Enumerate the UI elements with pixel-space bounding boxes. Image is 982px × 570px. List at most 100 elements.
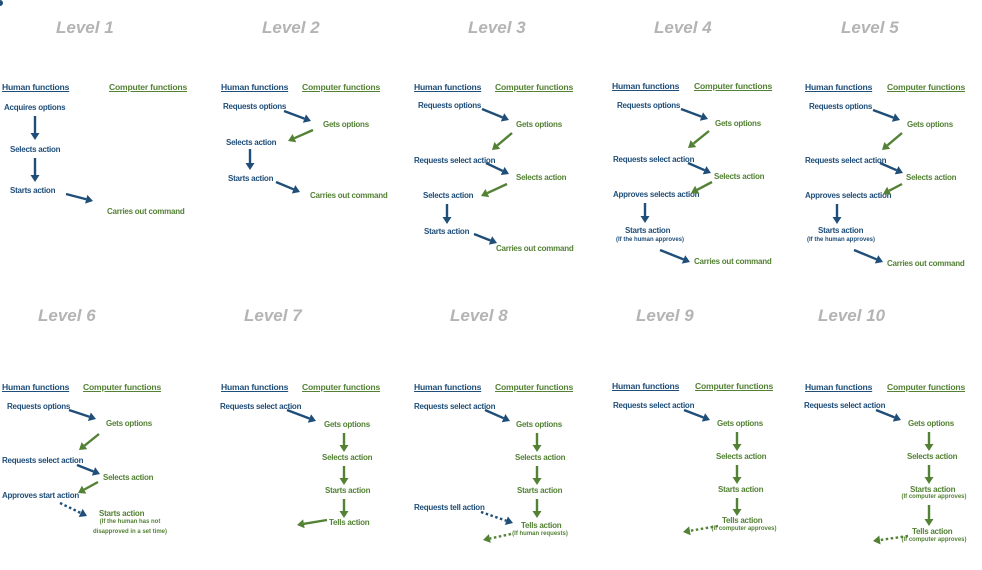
level-7-computer-functions-header: Computer functions [302,382,381,392]
level-3-arrow-5 [442,204,452,224]
level-5-step-2: Gets options [907,120,953,129]
level-7-arrow-5 [297,518,328,529]
level-3-human-functions-header: Human functions [414,82,482,92]
level-5-arrow-1 [872,108,900,122]
level-7-arrow-4 [339,499,349,518]
level-4-step-2: Gets options [715,119,761,128]
level-5-human-functions-header: Human functions [805,82,873,92]
level-10-arrow-1 [875,408,901,422]
level-4-arrow-1 [680,107,708,121]
level-6-step-6: Starts action [99,509,145,518]
level-8-arrow-5 [480,510,513,525]
level-8-arrow-3 [532,466,542,485]
level-9-step-2: Gets options [717,419,763,428]
level-2-arrow-4 [275,180,300,194]
level-6-step-5: Approves start action [2,491,79,500]
level-4-note-1: (If the human approves) [615,237,684,243]
level-8-arrow-1 [484,408,510,423]
level-10-step-5: Tells action [912,527,953,536]
level-3-step-7: Carries out command [496,244,574,253]
level-8-step-2: Gets options [516,420,562,429]
level-3-title: Level 3 [468,18,526,37]
level-5-arrow-4 [883,182,903,195]
level-6-step-1: Requests options [7,402,71,411]
level-9-arrow-5 [683,524,719,536]
level-5-arrow-2 [882,132,903,150]
level-5-step-6: Starts action [818,226,864,235]
level-6-step-2: Gets options [106,419,152,428]
level-2-step-4: Starts action [228,174,274,183]
level-9-arrow-3 [732,465,742,484]
level-7-arrow-1 [286,408,316,423]
level-7-step-3: Selects action [322,453,373,462]
level-6-human-functions-header: Human functions [2,382,70,392]
level-8-arrow-2 [532,433,542,452]
level-4-arrow-3 [687,161,711,175]
level-9-arrow-1 [683,408,710,422]
level-8-note-1: (If human requests) [512,531,568,537]
level-2-arrow-2 [288,128,314,143]
level-3-step-1: Requests options [418,101,482,110]
level-3-step-5: Selects action [423,191,474,200]
level-9-step-4: Starts action [718,485,764,494]
level-8-arrow-4 [532,499,542,518]
level-4-step-6: Starts action [625,226,671,235]
level-3-arrow-3 [485,161,509,176]
level-10-step-2: Gets options [908,419,954,428]
level-9-arrow-2 [732,432,742,451]
level-2-step-3: Selects action [226,138,277,147]
level-7-step-2: Gets options [324,420,370,429]
level-6-step-4: Selects action [103,473,154,482]
level-9-step-1: Requests select action [613,401,695,410]
level-2-arrow-3 [245,149,255,170]
level-9-step-5: Tells action [722,516,763,525]
level-6-note-2: disapproved in a set time) [92,529,168,535]
level-10-note-1: (If computer approves) [901,494,967,500]
level-7-human-functions-header: Human functions [221,382,289,392]
level-6-arrow-2 [79,433,100,450]
level-10-title: Level 10 [818,306,886,325]
level-1-arrow-2 [30,158,40,182]
level-2-step-1: Requests options [223,102,287,111]
level-7-step-5: Tells action [329,518,370,527]
level-7-title: Level 7 [244,306,302,325]
level-9-title: Level 9 [636,306,694,325]
level-3-arrow-2 [492,132,513,150]
level-9-note-1: (If computer approves) [711,526,777,532]
level-5-arrow-6 [853,248,883,264]
level-3-step-4: Selects action [516,173,567,182]
level-8-step-1: Requests select action [414,402,496,411]
level-10-arrow-5 [873,534,909,545]
level-1-title: Level 1 [56,18,114,37]
level-1-computer-functions-header: Computer functions [109,82,188,92]
level-3-step-3: Requests select action [414,156,496,165]
corner-mark [0,0,3,6]
level-3-computer-functions-header: Computer functions [495,82,574,92]
level-5-note-1: (If the human approves) [806,237,875,243]
level-4-step-4: Selects action [714,172,765,181]
level-10-note-2: (If computer approves) [901,537,967,543]
level-4-step-3: Requests select action [613,155,695,164]
level-3-arrow-6 [473,232,497,245]
level-8-step-6: Tells action [521,521,562,530]
level-4-arrow-4 [691,180,713,194]
level-4-arrow-5 [640,203,650,223]
level-9-step-3: Selects action [716,452,767,461]
level-2-arrow-1 [283,109,311,123]
level-8-step-5: Requests tell action [414,503,485,512]
level-2-step-5: Carries out command [310,191,388,200]
level-4-step-1: Requests options [617,101,681,110]
level-1-arrow-3 [65,192,93,204]
level-2-title: Level 2 [262,18,320,37]
level-5-step-5: Approves selects action [805,191,892,200]
level-6-arrow-1 [68,408,96,422]
level-5-computer-functions-header: Computer functions [887,82,966,92]
level-7-arrow-2 [339,433,349,452]
level-3-step-2: Gets options [516,120,562,129]
level-3-step-6: Starts action [424,227,470,236]
level-2-computer-functions-header: Computer functions [302,82,381,92]
level-10-arrow-3 [924,465,934,484]
level-4-step-5: Approves selects action [613,190,700,199]
level-7-step-1: Requests select action [220,402,302,411]
level-8-step-4: Starts action [517,486,563,495]
